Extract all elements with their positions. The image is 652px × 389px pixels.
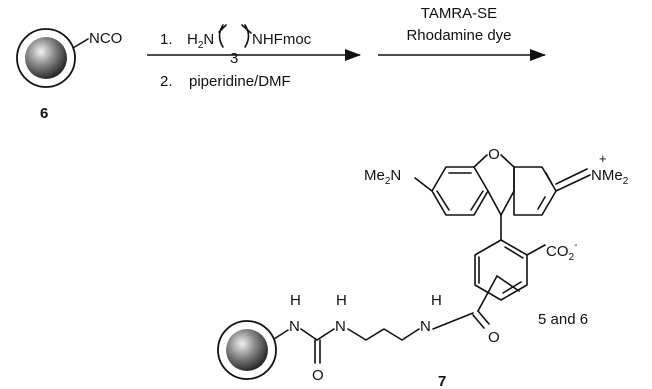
step1-amine-reagent: H2N [187,31,214,51]
resin-bead-start [16,28,76,88]
linker-nh-3-h: H [431,292,442,309]
bead-isocyanate-bond [72,38,89,49]
isocyanate-label: NCO [89,30,122,47]
step1-number-2: 2. [160,73,173,90]
chain-count-3: 3 [230,50,238,67]
linker-bond-3 [316,328,335,341]
amide-c-o-double-b [472,314,485,329]
amide-carbonyl-oxygen: O [488,329,500,346]
xanthene-core [431,154,557,216]
step2-description: Rhodamine dye [406,27,511,44]
iminium-double-bond-b [555,168,588,185]
linker-bond-2 [300,328,318,341]
left-dimethylamino: Me2N [364,167,401,187]
chain-bond-left [218,24,227,33]
resin-bead-product [217,320,277,380]
carboxylate-bond [526,244,546,256]
chain-bond-right [241,24,252,34]
iminium-charge: + [599,151,607,166]
step1-fmoc-amine: NHFmoc [252,31,312,48]
reaction-arrow-2-head [530,49,546,61]
iminium-double-bond-a [555,174,591,192]
isomer-note: 5 and 6 [538,311,588,328]
linker-nh-2-n: N [335,318,346,335]
step1-deprotection-reagent: piperidine/DMF [189,73,291,90]
linker-bond-1 [273,329,289,340]
chain-paren-right [244,24,250,48]
step2-reagent: TAMRA-SE [421,5,497,22]
amide-c-o-double-a [477,310,490,325]
amide-carbonyl-ring-bond [477,275,498,312]
left-amine-bond [414,177,433,192]
chain-paren-left [218,24,224,48]
benzoate-ring [474,239,528,301]
right-iminium: NMe2 [591,167,629,187]
urea-oxygen: O [312,367,324,384]
compound-number-6: 6 [40,105,48,122]
carboxylate: CO2- [546,240,577,263]
linker-nh-3-n: N [420,318,431,335]
linker-nh-1-h: H [290,292,301,309]
step1-number-1: 1. [160,31,173,48]
xanthene-oxygen: O [488,146,500,163]
linker-amide-bond [432,312,474,330]
reaction-arrow-1-head [345,49,361,61]
linker-nh-2-h: H [336,292,347,309]
compound-number-7: 7 [438,373,446,389]
propyl-chain [347,328,420,341]
linker-nh-1-n: N [289,318,300,335]
